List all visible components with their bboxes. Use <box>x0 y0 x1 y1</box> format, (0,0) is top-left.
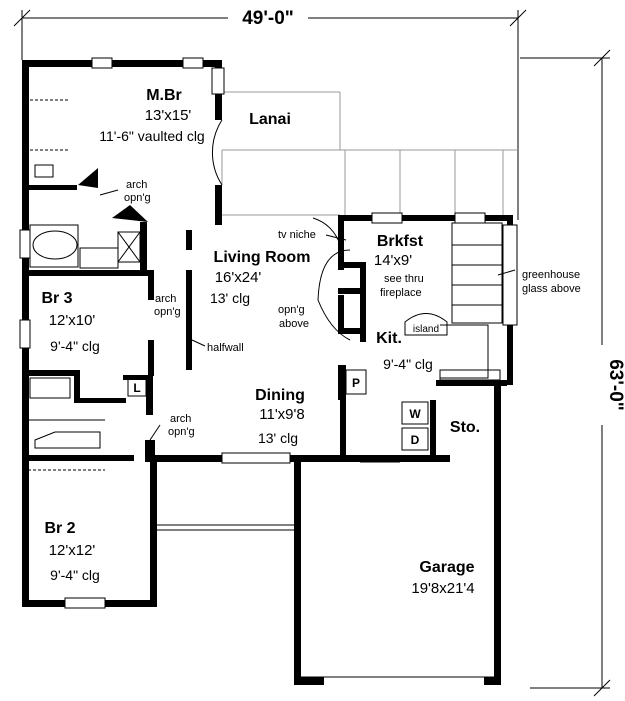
dryer-label: D <box>411 433 420 447</box>
master-name: M.Br <box>146 87 182 104</box>
room-garage: Garage 19'8x21'4 <box>411 559 474 597</box>
garage-size: 19'8x21'4 <box>411 580 474 597</box>
dining-name: Dining <box>255 387 305 404</box>
br2-name: Br 2 <box>44 520 75 537</box>
linen-label: L <box>133 381 140 395</box>
master-size: 13'x15' <box>145 107 192 124</box>
garage-name: Garage <box>419 559 474 576</box>
island-label: island <box>413 324 439 335</box>
living-size: 16'x24' <box>215 269 262 286</box>
master-ceiling: 11'-6" vaulted clg <box>99 128 204 144</box>
halfwall-note: halfwall <box>207 342 244 354</box>
opening-note-2: above <box>279 318 309 330</box>
interior-walls <box>22 168 366 462</box>
br2-ceiling: 9'-4" clg <box>50 567 100 583</box>
depth-dimension-label: 63'-0" <box>605 359 625 411</box>
width-dimension-label: 49'-0" <box>242 8 294 29</box>
br3-size: 12'x10' <box>49 312 96 329</box>
arch-lower-note-2: opn'g <box>168 426 195 438</box>
brkfst-name: Brkfst <box>377 233 424 250</box>
room-living: Living Room 16'x24' 13' clg <box>210 249 310 306</box>
greenhouse-note-2: glass above <box>522 283 581 295</box>
fireplace-note-2: fireplace <box>380 287 422 299</box>
room-br3: Br 3 12'x10' 9'-4" clg <box>41 290 99 354</box>
dining-ceiling: 13' clg <box>258 430 298 446</box>
washer-label: W <box>409 407 421 421</box>
pantry-label: P <box>352 376 360 390</box>
br3-name: Br 3 <box>41 290 72 307</box>
lanai-name: Lanai <box>249 111 291 128</box>
tv-niche-note: tv niche <box>278 229 316 241</box>
arch-upper-note-2: opn'g <box>124 192 151 204</box>
kitchen-ceiling: 9'-4" clg <box>383 356 433 372</box>
room-br2: Br 2 12'x12' 9'-4" clg <box>44 520 99 583</box>
living-name: Living Room <box>214 249 311 266</box>
storage-name: Sto. <box>450 419 480 436</box>
room-dining: Dining 11'x9'8 13' clg <box>255 387 305 446</box>
arch-lower-note: arch <box>170 413 191 425</box>
greenhouse-note: greenhouse <box>522 269 580 281</box>
br2-size: 12'x12' <box>49 542 96 559</box>
opening-note: opn'g <box>278 304 305 316</box>
room-brkfst: Brkfst 14'x9' <box>374 233 424 269</box>
room-kitchen: Kit. 9'-4" clg island <box>376 324 439 372</box>
windows <box>19 57 518 609</box>
dining-size: 11'x9'8 <box>259 406 304 423</box>
fixtures <box>28 99 516 471</box>
dimension-depth: 63'-0" <box>520 49 625 697</box>
lanai-outline <box>221 91 518 216</box>
annotations: arch opn'g arch opn'g arch opn'g halfwal… <box>124 179 581 447</box>
kitchen-name: Kit. <box>376 330 402 347</box>
br3-ceiling: 9'-4" clg <box>50 338 100 354</box>
arch-upper-note: arch <box>126 179 147 191</box>
room-master: M.Br 13'x15' 11'-6" vaulted clg <box>99 87 204 144</box>
arch-mid-note-2: opn'g <box>154 306 181 318</box>
brkfst-size: 14'x9' <box>374 252 412 269</box>
fireplace-note: see thru <box>384 273 424 285</box>
arch-mid-note: arch <box>155 293 176 305</box>
dimension-width: 49'-0" <box>13 8 527 220</box>
living-ceiling: 13' clg <box>210 290 250 306</box>
